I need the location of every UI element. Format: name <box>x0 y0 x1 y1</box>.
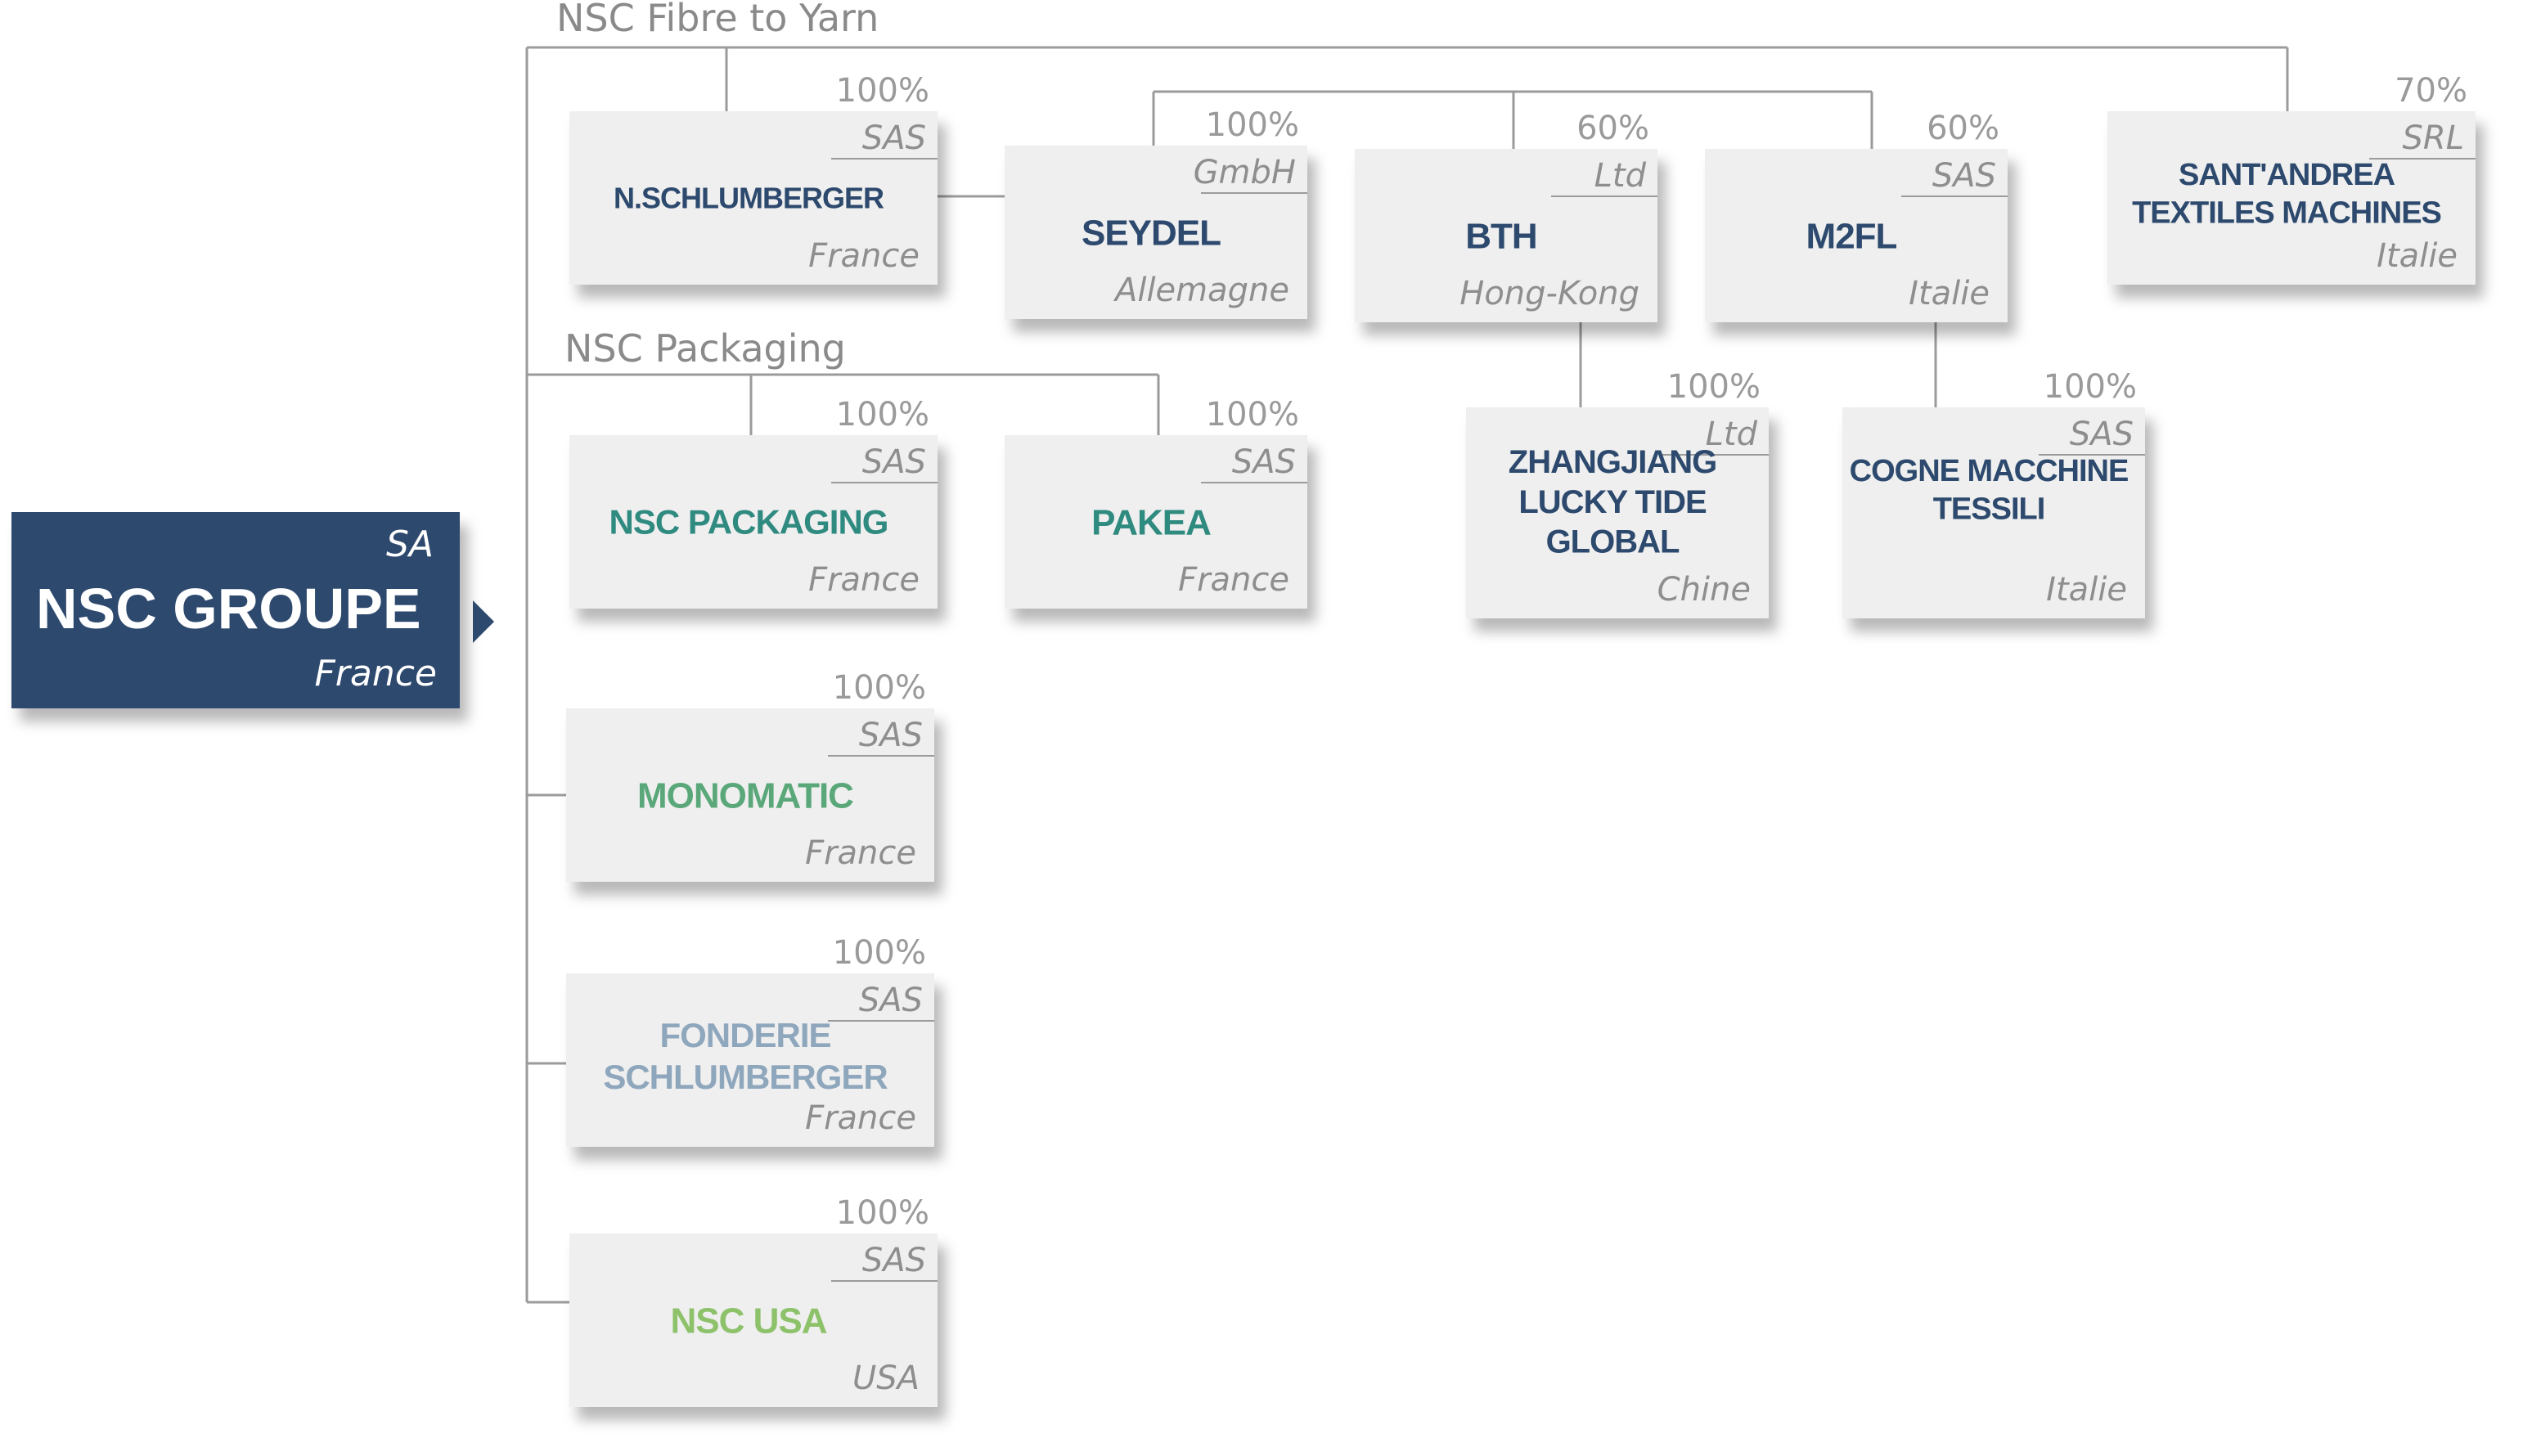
ownership-percent: 100% <box>836 72 929 110</box>
root-country: France <box>314 653 437 694</box>
company-country: France <box>1178 561 1289 599</box>
ownership-percent: 100% <box>836 396 929 434</box>
legal-form: GmbH <box>1194 154 1296 191</box>
ownership-percent: 100% <box>2044 368 2137 406</box>
company-country: France <box>808 561 920 599</box>
company-name-line: LUCKY TIDE <box>1518 484 1707 520</box>
company-box-pakea[interactable]: 100% SAS PAKEA France <box>1005 396 1307 609</box>
company-box-background <box>1705 149 2008 322</box>
company-name-line: SCHLUMBERGER <box>603 1058 888 1096</box>
company-box-background <box>566 973 934 1147</box>
company-name-line: GLOBAL <box>1546 524 1680 560</box>
company-box-n-schlumberger[interactable]: 100% SAS N.SCHLUMBERGER France <box>569 72 938 285</box>
legal-form: SAS <box>862 443 926 481</box>
legal-form: SAS <box>1932 157 1996 195</box>
legal-form: Ltd <box>1706 416 1758 453</box>
ownership-percent: 100% <box>1667 368 1761 406</box>
ownership-percent: 100% <box>1206 396 1299 434</box>
company-box-background <box>569 435 938 609</box>
company-country: France <box>805 834 916 872</box>
ownership-percent: 100% <box>1206 106 1299 144</box>
root-company-name: NSC GROUPE <box>36 577 421 640</box>
company-box-background <box>2107 111 2476 285</box>
ownership-percent: 60% <box>1576 110 1649 147</box>
legal-form: SAS <box>862 119 926 157</box>
company-country: USA <box>852 1359 920 1397</box>
company-country: France <box>805 1099 916 1137</box>
legal-form: SAS <box>859 717 923 754</box>
company-country: Italie <box>2046 571 2127 609</box>
company-country: Allemagne <box>1113 272 1289 309</box>
company-name-line: NSC PACKAGING <box>609 503 888 542</box>
company-name-line: MONOMATIC <box>637 775 853 816</box>
company-name-line: BTH <box>1465 216 1536 256</box>
root-company-box[interactable]: SA NSC GROUPE France <box>11 512 494 708</box>
legal-form: Ltd <box>1594 157 1647 195</box>
company-country: Italie <box>1909 275 1990 312</box>
ownership-percent: 100% <box>833 934 926 972</box>
ownership-percent: 70% <box>2395 72 2467 110</box>
legal-form: SAS <box>2070 416 2134 453</box>
company-box-background <box>569 111 938 285</box>
company-country: Italie <box>2377 237 2458 275</box>
company-box-nsc-packaging[interactable]: 100% SAS NSC PACKAGING France <box>569 396 938 609</box>
company-name-line: N.SCHLUMBERGER <box>614 182 884 215</box>
company-box-background <box>1466 407 1769 618</box>
ownership-percent: 100% <box>833 669 926 707</box>
company-name-line: TEXTILES MACHINES <box>2132 195 2441 230</box>
company-box-background <box>569 1234 938 1407</box>
group-label-packaging: NSC Packaging <box>564 326 846 371</box>
company-name-line: M2FL <box>1806 216 1897 256</box>
company-box-seydel[interactable]: 100% GmbH SEYDEL Allemagne <box>1005 106 1307 319</box>
company-box-background <box>1005 435 1307 609</box>
company-box-m2fl[interactable]: 60% SAS M2FL Italie <box>1705 110 2008 322</box>
group-label-fibre: NSC Fibre to Yarn <box>556 0 879 40</box>
legal-form: SRL <box>2403 119 2464 157</box>
company-box-nsc-usa[interactable]: 100% SAS NSC USA USA <box>569 1194 938 1407</box>
company-name-line: TESSILI <box>1933 492 2045 526</box>
company-name-line: FONDERIE <box>659 1016 830 1054</box>
company-name-line: NSC USA <box>670 1301 826 1341</box>
root-box-background <box>11 512 460 708</box>
company-country: Hong-Kong <box>1459 275 1639 312</box>
company-name-line: PAKEA <box>1091 502 1211 542</box>
company-name-line: ZHANGJIANG <box>1509 444 1716 480</box>
company-country: France <box>808 237 920 275</box>
company-box-background <box>1005 146 1307 319</box>
connector-lines <box>525 46 2289 1304</box>
company-name-line: SANT'ANDREA <box>2179 158 2395 192</box>
company-name-line: COGNE MACCHINE <box>1850 454 2129 488</box>
company-box-background <box>1355 149 1657 322</box>
root-arrow-icon <box>473 600 494 643</box>
root-legal-form: SA <box>386 524 434 565</box>
company-country: Chine <box>1657 571 1751 609</box>
company-box-background <box>1842 407 2145 618</box>
legal-form: SAS <box>1232 443 1296 481</box>
legal-form: SAS <box>859 982 923 1019</box>
company-name-line: SEYDEL <box>1082 213 1221 253</box>
ownership-percent: 100% <box>836 1194 929 1232</box>
subsidiary-boxes: 100% SAS N.SCHLUMBERGER France 100% GmbH SEYDE… <box>566 72 2476 1407</box>
company-box-background <box>566 708 934 882</box>
ownership-percent: 60% <box>1927 110 1999 147</box>
legal-form: SAS <box>862 1242 926 1279</box>
